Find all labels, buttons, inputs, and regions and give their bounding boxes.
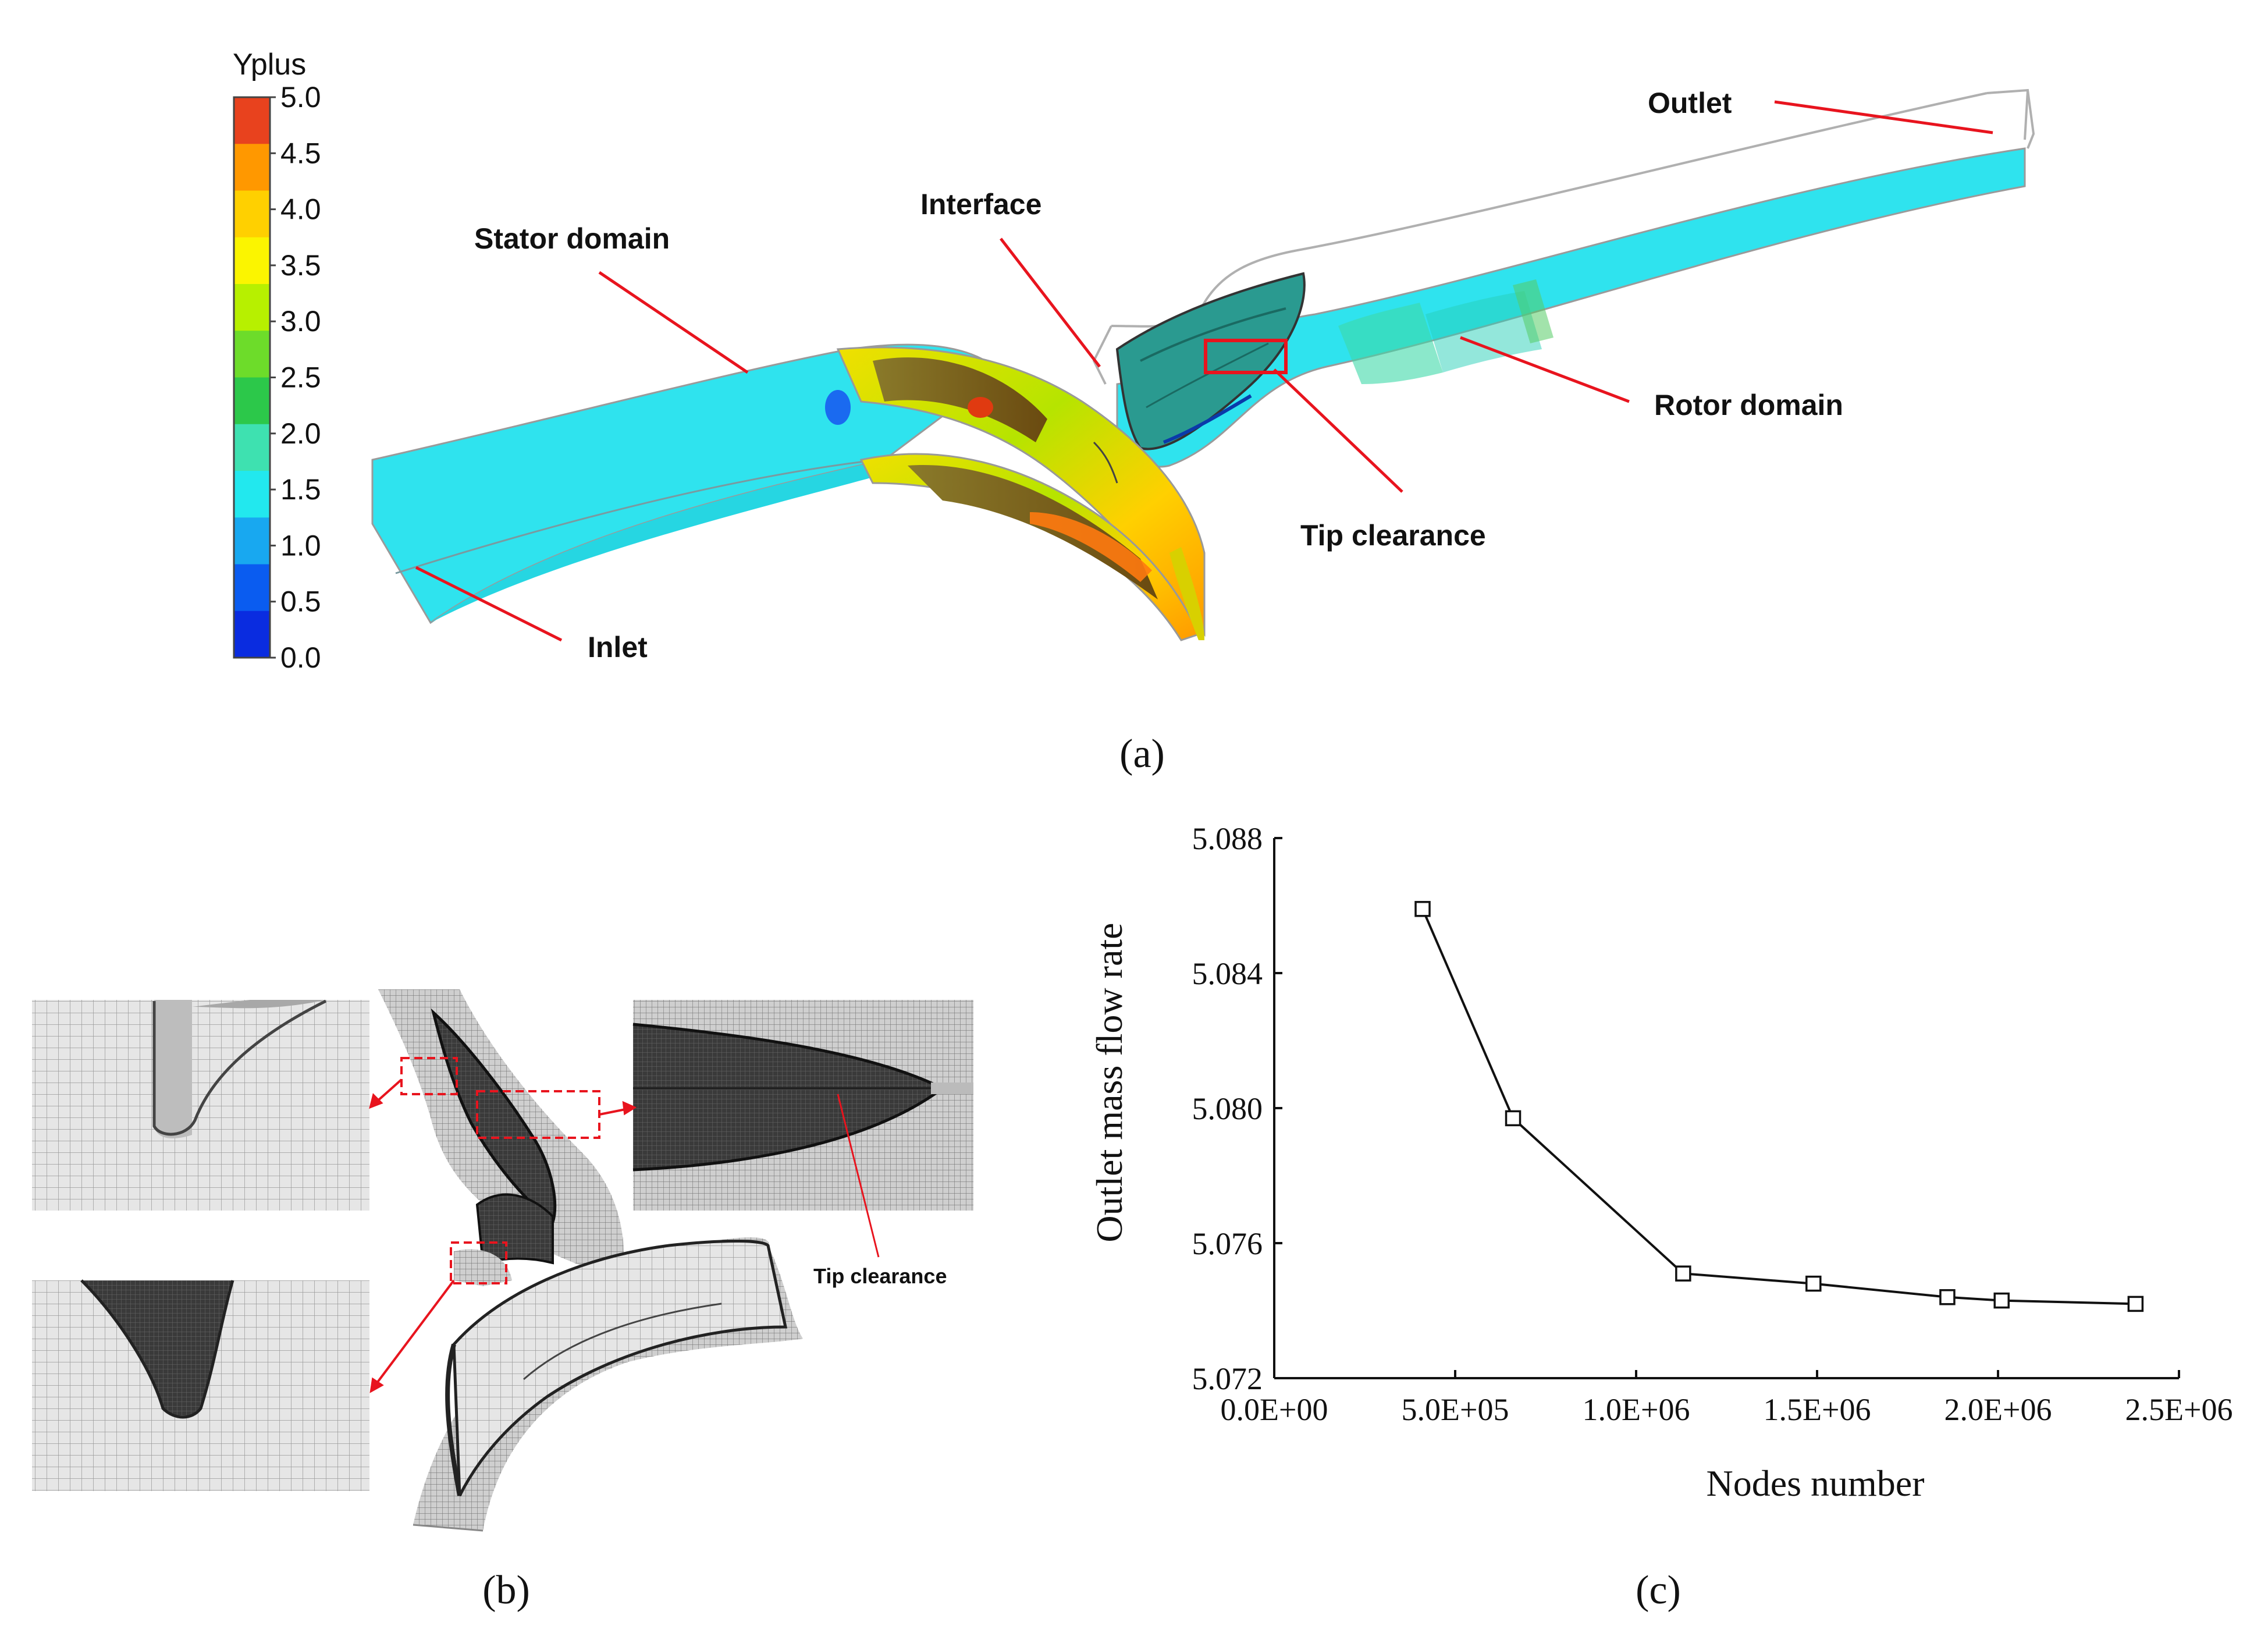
colorbar-swatch <box>234 190 270 238</box>
x-axis-label: Nodes number <box>1706 1463 1924 1504</box>
colorbar-swatch <box>234 424 270 471</box>
colorbar-swatch <box>234 331 270 378</box>
x-tick-label: 0.0E+00 <box>1221 1392 1328 1427</box>
caption-c: (c) <box>1636 1568 1681 1613</box>
colorbar-tick-label: 1.0 <box>280 529 321 562</box>
x-tick-label: 1.0E+06 <box>1583 1392 1690 1427</box>
colorbar-swatch <box>234 471 270 518</box>
mass-flow-chart: 0.0E+00 5.0E+05 1.0E+06 1.5E+06 2.0E+06 2.5E+… <box>1089 821 2233 1504</box>
colorbar-swatch <box>234 144 270 191</box>
rotor-domain-label: Rotor domain <box>1654 389 1843 421</box>
caption-b: (b) <box>482 1568 530 1613</box>
low-yplus-spot <box>825 390 851 425</box>
colorbar-tick-label: 1.5 <box>280 473 321 506</box>
panel-b: Tip clearance (b) <box>32 989 973 1613</box>
interface-leader <box>1000 237 1101 368</box>
y-tick-label: 5.080 <box>1192 1091 1263 1126</box>
colorbar-tick-label: 3.0 <box>280 305 321 338</box>
tip-clearance-label-b: Tip clearance <box>813 1264 947 1288</box>
colorbar-swatches <box>234 97 270 658</box>
inset-leading-edge-top <box>32 999 369 1211</box>
y-axis-label: Outlet mass flow rate <box>1089 922 1130 1242</box>
stator-blades <box>836 346 1206 641</box>
tip-clearance-label: Tip clearance <box>1300 519 1486 552</box>
y-tick-label: 5.088 <box>1192 821 1263 856</box>
data-point <box>1939 1289 1956 1305</box>
colorbar-tick-label: 4.0 <box>280 193 321 226</box>
yplus-colorbar: Yplus 5.0 4.5 4.0 3.5 3.0 2.5 2.0 1.5 1.0 0.5 0.0 <box>233 48 321 674</box>
outlet-label: Outlet <box>1648 87 1732 119</box>
highlight-leading-edge-top <box>400 1057 458 1095</box>
inset-leading-edge-bottom <box>32 1279 369 1491</box>
colorbar-swatch <box>234 237 270 285</box>
colorbar-title: Yplus <box>233 48 306 81</box>
colorbar-swatch <box>234 517 270 565</box>
interface-label: Interface <box>920 188 1041 221</box>
data-point <box>2127 1296 2144 1312</box>
y-ticks: 5.072 5.076 5.080 5.084 5.088 <box>1192 821 1282 1396</box>
inset-arrows <box>369 1078 880 1393</box>
data-point <box>1414 901 1431 917</box>
colorbar-swatch <box>234 377 270 425</box>
y-tick-label: 5.084 <box>1192 956 1263 991</box>
caption-a: (a) <box>1119 732 1165 776</box>
inlet-leader <box>415 566 563 642</box>
colorbar-swatch <box>234 284 270 331</box>
data-point <box>1805 1275 1822 1292</box>
blade-mesh-view <box>378 989 803 1532</box>
colorbar-tick-label: 2.5 <box>280 361 321 394</box>
y-tick-label: 5.076 <box>1192 1226 1263 1261</box>
series-markers <box>1414 901 2144 1312</box>
colorbar-tick-label: 2.0 <box>280 417 321 450</box>
inlet-label: Inlet <box>588 631 648 663</box>
inset-tip-gap <box>632 1000 973 1211</box>
colorbar-swatch <box>234 611 270 658</box>
data-point <box>1505 1110 1522 1127</box>
y-tick-label: 5.072 <box>1192 1361 1263 1396</box>
colorbar-tick-label: 0.0 <box>280 641 321 674</box>
leader-lines <box>415 100 1993 642</box>
stator-leader <box>598 271 749 374</box>
rotor-domain <box>1115 147 2026 468</box>
x-tick-label: 2.5E+06 <box>2125 1392 2233 1427</box>
colorbar-tick-label: 0.5 <box>280 585 321 618</box>
panel-a: Yplus 5.0 4.5 4.0 3.5 3.0 2.5 2.0 1.5 1.0 0.5 0.0 <box>233 48 2035 776</box>
panel-c: 0.0E+00 5.0E+05 1.0E+06 1.5E+06 2.0E+06 2.5E+… <box>1089 821 2233 1613</box>
colorbar-swatch <box>234 564 270 612</box>
x-tick-label: 1.5E+06 <box>1764 1392 1871 1427</box>
colorbar-swatch <box>234 97 270 144</box>
colorbar-tick-label: 5.0 <box>280 81 321 113</box>
x-tick-label: 5.0E+05 <box>1402 1392 1509 1427</box>
stator-domain-label: Stator domain <box>474 222 670 255</box>
x-tick-label: 2.0E+06 <box>1944 1392 2052 1427</box>
colorbar-tick-label: 3.5 <box>280 249 321 282</box>
outlet-leader <box>1774 100 1993 134</box>
highlight-leading-edge-bottom <box>450 1241 507 1284</box>
colorbar-tick-label: 4.5 <box>280 137 321 169</box>
stator-domain <box>371 343 1003 624</box>
tip-leader <box>1273 368 1403 493</box>
data-point <box>1993 1292 2010 1309</box>
rotor-leader <box>1460 336 1630 403</box>
series-line <box>1421 908 2136 1305</box>
colorbar-tick-labels: 5.0 4.5 4.0 3.5 3.0 2.5 2.0 1.5 1.0 0.5 0.0 <box>270 81 321 674</box>
data-point <box>1675 1265 1691 1282</box>
x-ticks: 0.0E+00 5.0E+05 1.0E+06 1.5E+06 2.0E+06 2.5E+… <box>1221 1370 2233 1427</box>
tip-clearance-box <box>1204 339 1288 374</box>
